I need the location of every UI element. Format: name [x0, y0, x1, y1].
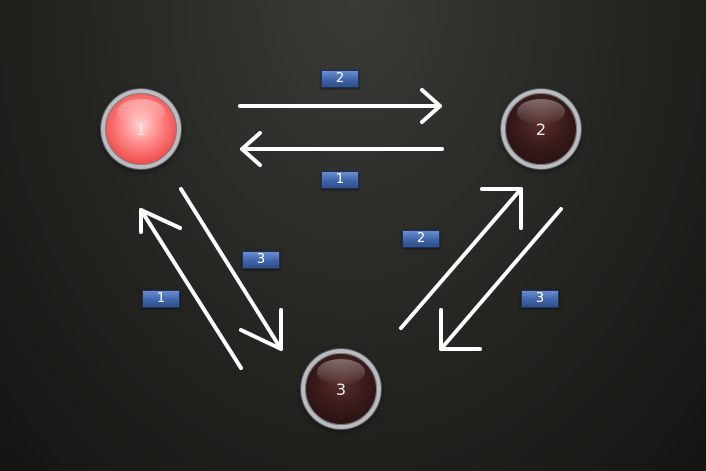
transition-label-1-to-3: 3	[242, 251, 280, 269]
transition-label-1-to-2: 2	[321, 70, 359, 88]
arrow-1-to-3	[179, 187, 283, 351]
transition-label-2-to-3: 3	[521, 290, 559, 308]
arrow-3-to-2	[399, 187, 523, 330]
state-node-3[interactable]: 3	[301, 349, 381, 429]
state-node-2-label: 2	[535, 119, 547, 139]
arrow-2-to-3	[439, 207, 563, 351]
arrow-1-to-2	[238, 88, 442, 124]
transition-label-3-to-1: 1	[142, 290, 180, 308]
state-node-3-label: 3	[335, 379, 347, 399]
transition-label-3-to-2: 2	[402, 230, 440, 248]
state-node-1-label: 1	[135, 119, 147, 139]
arrow-3-to-1	[139, 208, 243, 370]
state-node-2[interactable]: 2	[501, 89, 581, 169]
state-node-1[interactable]: 1	[101, 89, 181, 169]
arrow-2-to-1	[240, 131, 444, 167]
transition-label-2-to-1: 1	[321, 171, 359, 189]
